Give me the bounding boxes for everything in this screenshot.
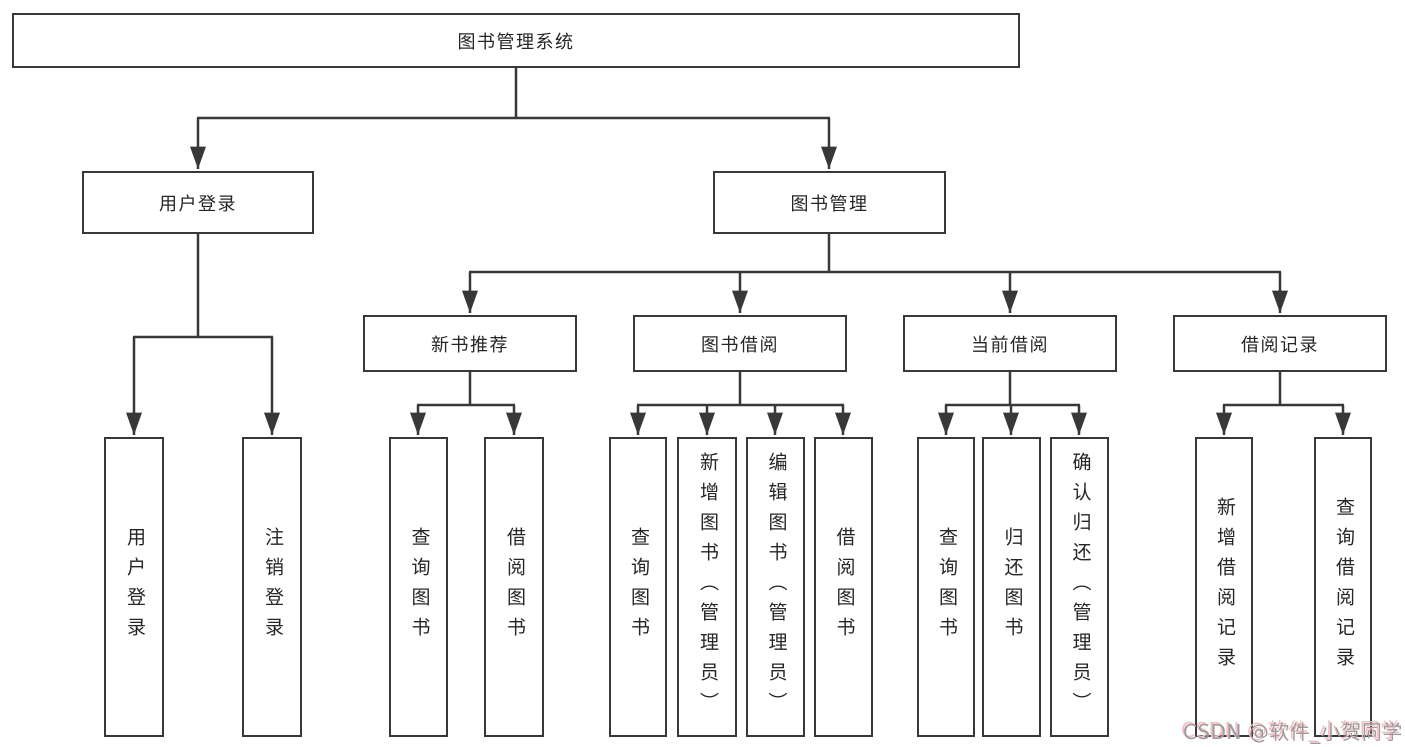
node-user-login: 用户登录 bbox=[82, 171, 314, 234]
node-book-management: 图书管理 bbox=[713, 171, 946, 234]
leaf-current-query-book: 查询图书 bbox=[917, 437, 975, 737]
leaf-borrow-edit-book-admin: 编辑图书（管理员） bbox=[746, 437, 805, 737]
node-new-book-recommend: 新书推荐 bbox=[363, 315, 577, 372]
node-borrow-record: 借阅记录 bbox=[1173, 315, 1387, 372]
node-book-borrow: 图书借阅 bbox=[633, 315, 847, 372]
tree-edges bbox=[126, 68, 1351, 435]
leaf-user-login: 用户登录 bbox=[104, 437, 164, 737]
leaf-newbook-query-book: 查询图书 bbox=[389, 437, 448, 737]
leaf-current-return-book: 归还图书 bbox=[982, 437, 1041, 737]
leaf-newbook-borrow-book: 借阅图书 bbox=[484, 437, 544, 737]
csdn-watermark: CSDN @软件_小贺同学 bbox=[1183, 720, 1403, 744]
edge-trunk-lines bbox=[133, 68, 1344, 407]
leaf-record-query-borrow-record: 查询借阅记录 bbox=[1314, 437, 1372, 737]
leaf-borrow-borrow-book: 借阅图书 bbox=[814, 437, 873, 737]
leaf-current-confirm-return-admin: 确认归还（管理员） bbox=[1050, 437, 1109, 737]
leaf-borrow-query-book: 查询图书 bbox=[609, 437, 667, 737]
node-library-system: 图书管理系统 bbox=[12, 13, 1020, 68]
leaf-borrow-add-book-admin: 新增图书（管理员） bbox=[677, 437, 737, 737]
leaf-record-add-borrow-record: 新增借阅记录 bbox=[1195, 437, 1253, 737]
leaf-logout: 注销登录 bbox=[242, 437, 302, 737]
node-current-borrow: 当前借阅 bbox=[903, 315, 1117, 372]
